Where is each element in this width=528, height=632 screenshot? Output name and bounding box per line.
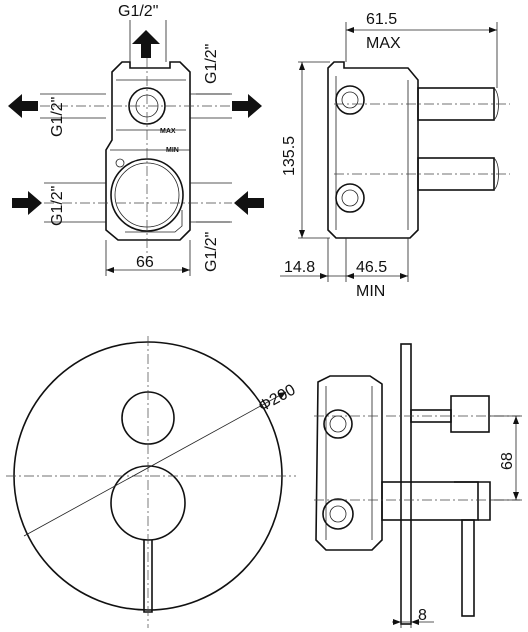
thread-label-left: G1/2" (49, 97, 66, 137)
height-dimension-135-5: 135.5 (281, 136, 298, 176)
assembly-side-view: 68 8 (314, 343, 522, 628)
offset-dimension-14-8: 14.8 (284, 259, 315, 276)
arrow-left-icon (234, 191, 264, 215)
depth-min-value: 46.5 (356, 259, 387, 276)
thread-label-right-top: G1/2" (203, 44, 220, 84)
valve-body-front-view: G1/2" MAX MIN 66 G1/2" G1/2" G1/2" G1/2" (8, 3, 264, 276)
arrow-right-icon (12, 191, 42, 215)
spacing-dimension-68: 68 (499, 452, 516, 470)
depth-max-value: 61.5 (366, 11, 397, 28)
body-min-mark: MIN (166, 147, 179, 154)
arrow-right-icon (232, 94, 262, 118)
thread-label-lower-left: G1/2" (49, 186, 66, 226)
depth-max-label: MAX (366, 35, 401, 52)
plate-diameter-dimension: Φ200 (256, 381, 299, 415)
body-max-mark: MAX (160, 128, 176, 135)
thread-label-right-bottom: G1/2" (203, 232, 220, 272)
arrow-up-icon (132, 30, 160, 58)
depth-min-label: MIN (356, 283, 385, 300)
cover-plate-front-view: Φ200 (6, 336, 299, 628)
width-dimension-66: 66 (136, 254, 154, 271)
valve-body-side-view: 61.5 MAX 135.5 14.8 46.5 MIN (280, 11, 510, 300)
thread-label-top: G1/2" (118, 3, 158, 20)
arrow-left-icon (8, 94, 38, 118)
plate-thickness-dimension: 8 (418, 607, 427, 624)
